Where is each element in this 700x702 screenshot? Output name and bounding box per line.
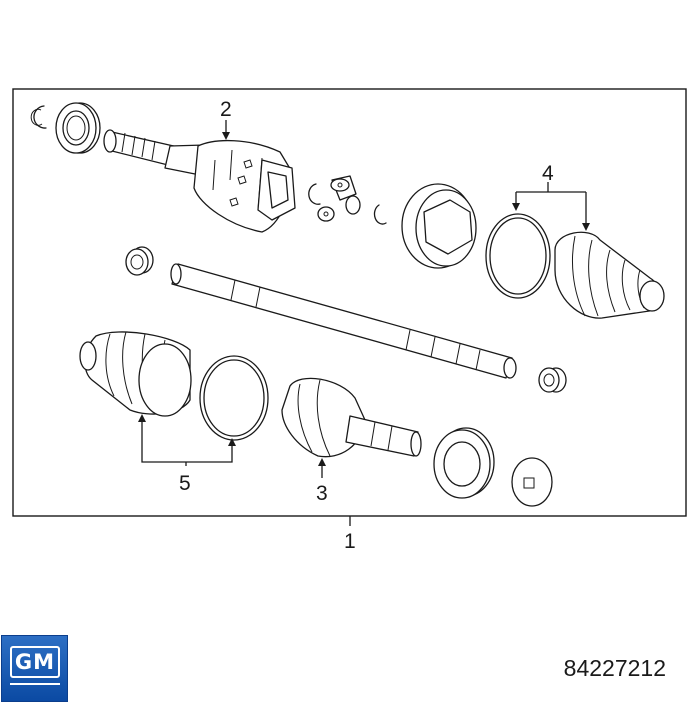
callout-4: 4 bbox=[542, 162, 554, 185]
gm-logo: GM bbox=[1, 635, 68, 702]
retaining-washer bbox=[511, 457, 553, 507]
boot-clamp-inner bbox=[485, 213, 551, 299]
callout-2: 2 bbox=[220, 98, 232, 121]
callout-1: 1 bbox=[344, 530, 356, 553]
snap-ring-outer bbox=[30, 105, 47, 129]
gm-logo-text: GM bbox=[10, 646, 60, 678]
bushing-left bbox=[125, 246, 154, 276]
arrow-3 bbox=[318, 458, 326, 466]
callout-5: 5 bbox=[179, 472, 191, 495]
circlip-inner bbox=[308, 183, 321, 205]
leader-4 bbox=[515, 182, 587, 226]
arrow-4a bbox=[512, 203, 520, 211]
boot-cap-inner bbox=[401, 183, 477, 269]
callout-3: 3 bbox=[316, 482, 328, 505]
boot-outer bbox=[79, 331, 192, 417]
circlip-right bbox=[373, 204, 387, 225]
arrow-5b bbox=[228, 438, 236, 446]
seal-outer-bottom bbox=[433, 427, 495, 499]
part-number: 84227212 bbox=[563, 655, 666, 681]
tripod-spider bbox=[317, 175, 361, 222]
boot-clamp-outer bbox=[199, 355, 269, 441]
boot-inner bbox=[554, 231, 665, 319]
inner-cv-joint-housing bbox=[103, 129, 296, 233]
seal-outer bbox=[55, 102, 101, 154]
bushing-right bbox=[538, 367, 567, 393]
arrow-5a bbox=[138, 414, 146, 422]
leader-5 bbox=[141, 418, 233, 466]
gm-logo-underline bbox=[10, 683, 60, 685]
arrow-2 bbox=[222, 132, 230, 140]
outer-cv-joint bbox=[281, 377, 422, 458]
axle-shaft bbox=[170, 263, 517, 379]
arrow-4b bbox=[582, 223, 590, 231]
